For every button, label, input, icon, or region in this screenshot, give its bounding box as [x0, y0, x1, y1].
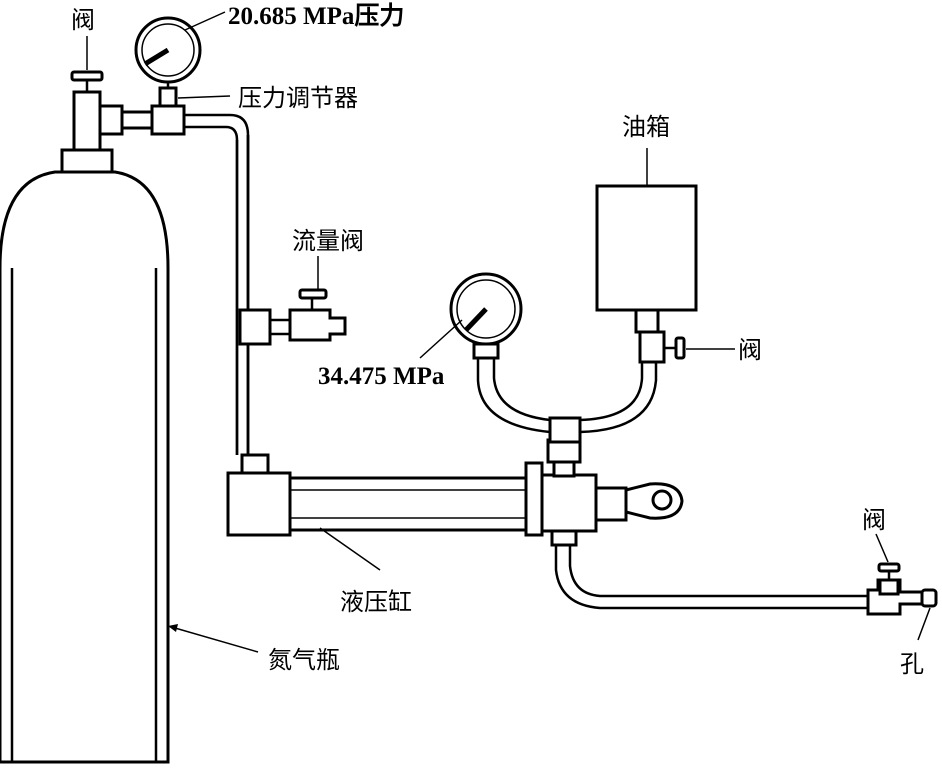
label-regulator: 压力调节器 [238, 84, 358, 112]
pressure-regulator [120, 80, 186, 136]
label-flow-valve: 流量阀 [292, 227, 364, 255]
label-nitrogen-bottle: 氮气瓶 [268, 646, 340, 674]
label-valve-right: 阀 [862, 506, 886, 534]
nitrogen-bottle [0, 70, 170, 764]
label-hole: 孔 [900, 650, 924, 678]
label-hydraulic-cylinder: 液压缸 [340, 588, 412, 616]
cylinder-inlet-fitting [240, 453, 270, 475]
label-pressure-top: 20.685 MPa压力 [228, 2, 404, 30]
flow-valve [238, 288, 347, 346]
label-oil-tank: 油箱 [622, 113, 670, 141]
oil-tank [595, 184, 698, 364]
label-valve-top: 阀 [71, 6, 95, 34]
pipe-regulator-to-cylinder [184, 113, 250, 455]
outlet-pipe [554, 545, 868, 610]
u-pipe [476, 358, 658, 444]
label-pressure-mid: 34.475 MPa [318, 363, 445, 390]
leader-lines [86, 11, 931, 653]
outlet-valve [866, 562, 938, 616]
label-valve-tank: 阀 [738, 336, 762, 364]
hydraulic-cylinder [226, 438, 684, 547]
pressure-gauge-top [134, 16, 202, 84]
pressure-gauge-mid [449, 272, 523, 360]
